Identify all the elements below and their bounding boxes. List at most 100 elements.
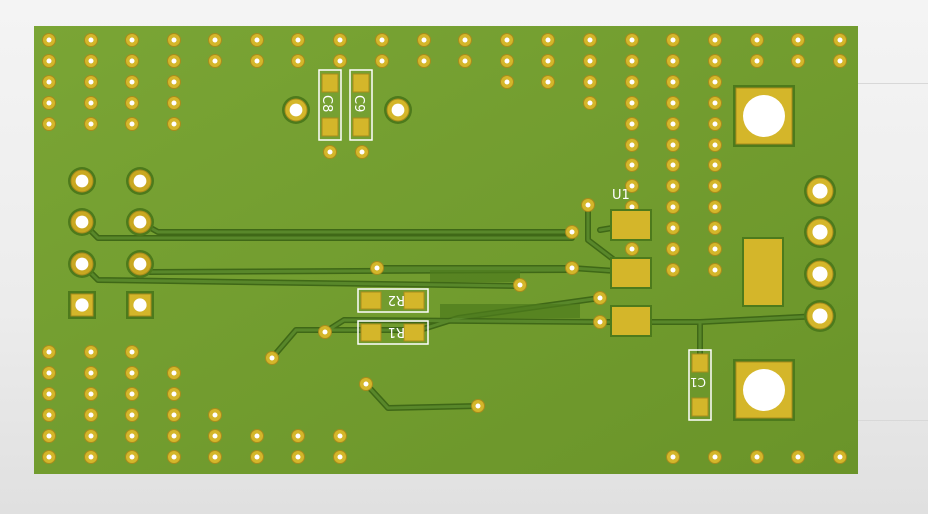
via-hole	[795, 58, 801, 64]
via-hole	[837, 454, 843, 460]
via-hole	[629, 79, 635, 85]
via-hole	[670, 183, 676, 189]
via-hole	[712, 58, 718, 64]
via-hole	[171, 37, 177, 43]
trace-bus	[440, 304, 580, 318]
background-guide-line-bottom	[858, 420, 928, 421]
via-hole	[46, 349, 52, 355]
smd-pad	[403, 291, 425, 310]
smd-pad	[321, 73, 339, 93]
via-hole	[212, 58, 218, 64]
via-hole	[337, 433, 343, 439]
via-hole	[462, 37, 468, 43]
via-hole	[712, 100, 718, 106]
via-hole	[171, 79, 177, 85]
via-hole	[712, 183, 718, 189]
via-hole	[629, 58, 635, 64]
component-layer: C8 C9 U1 R2	[318, 69, 784, 421]
via-hole	[569, 265, 575, 271]
via-hole	[629, 204, 635, 210]
via-hole	[597, 295, 603, 301]
via-hole	[670, 204, 676, 210]
via-hole	[421, 58, 427, 64]
via-hole	[712, 37, 718, 43]
component-label: C1	[690, 375, 706, 389]
via-hole	[421, 37, 427, 43]
via-hole	[129, 100, 135, 106]
via-hole	[597, 319, 603, 325]
via-hole	[712, 121, 718, 127]
via-hole	[629, 121, 635, 127]
via-hole	[46, 412, 52, 418]
component-r1[interactable]: R1	[357, 320, 429, 345]
component-c8[interactable]: C8	[318, 69, 342, 141]
via-hole	[88, 454, 94, 460]
via-hole	[517, 282, 523, 288]
mounting-hole	[743, 95, 785, 137]
via-hole	[629, 183, 635, 189]
drill-hole	[391, 103, 405, 117]
via-hole	[670, 267, 676, 273]
component-label: R1	[388, 324, 405, 339]
via-hole	[712, 204, 718, 210]
via-hole	[88, 433, 94, 439]
via-hole	[46, 58, 52, 64]
via-hole	[712, 454, 718, 460]
via-hole	[295, 58, 301, 64]
drill-hole	[133, 298, 147, 312]
via-hole	[46, 370, 52, 376]
via-hole	[670, 100, 676, 106]
via-hole	[46, 391, 52, 397]
silkscreen-outline	[357, 288, 429, 313]
component-u1[interactable]: U1	[610, 188, 784, 337]
via-hole	[88, 370, 94, 376]
via-hole	[670, 79, 676, 85]
via-hole	[712, 246, 718, 252]
via-hole	[129, 58, 135, 64]
smd-pad	[352, 73, 370, 93]
via-hole	[129, 454, 135, 460]
via-hole	[754, 37, 760, 43]
via-hole	[88, 349, 94, 355]
via-hole	[171, 433, 177, 439]
via-hole	[585, 202, 591, 208]
via-hole	[587, 100, 593, 106]
drill-hole	[133, 215, 147, 229]
via-hole	[670, 225, 676, 231]
via-hole	[337, 37, 343, 43]
via-hole	[670, 37, 676, 43]
via-hole	[129, 79, 135, 85]
component-c1[interactable]: C1	[688, 349, 712, 421]
via-hole	[322, 329, 328, 335]
smd-pad	[360, 291, 382, 310]
drill-hole	[289, 103, 303, 117]
via-hole	[587, 58, 593, 64]
via-hole	[712, 162, 718, 168]
via-hole	[171, 370, 177, 376]
via-hole	[754, 58, 760, 64]
via-hole	[88, 79, 94, 85]
via-hole	[129, 121, 135, 127]
via-hole	[254, 454, 260, 460]
smd-pad	[610, 209, 652, 241]
component-r2[interactable]: R2	[357, 288, 429, 313]
via-hole	[462, 58, 468, 64]
silkscreen-outline	[357, 320, 429, 345]
via-hole	[327, 149, 333, 155]
via-hole	[171, 454, 177, 460]
smd-pad	[610, 257, 652, 289]
component-c9[interactable]: C9	[349, 69, 373, 141]
drill-hole	[75, 257, 89, 271]
component-label: C8	[319, 95, 334, 112]
via-hole	[795, 454, 801, 460]
via-hole	[504, 79, 510, 85]
via-hole	[212, 433, 218, 439]
via-hole	[212, 412, 218, 418]
via-hole	[171, 391, 177, 397]
trace-bus	[430, 270, 520, 282]
drill-hole	[75, 298, 89, 312]
via-hole	[254, 433, 260, 439]
via-hole	[670, 162, 676, 168]
